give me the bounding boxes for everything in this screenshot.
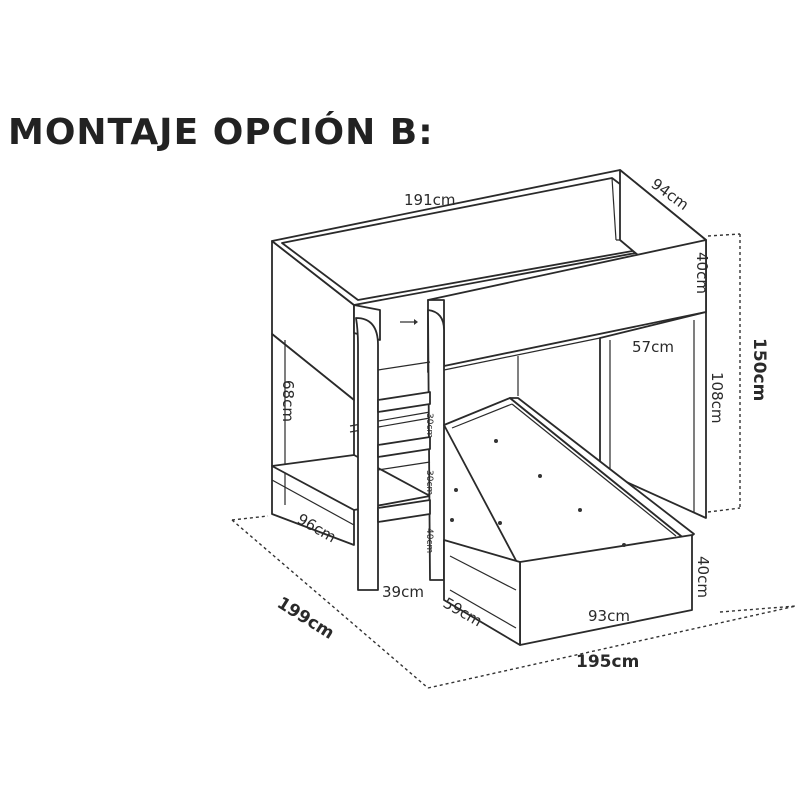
dim-total-height: 150cm [749, 338, 769, 401]
dim-lower-bed-width: 93cm [588, 607, 630, 625]
ladder [355, 309, 445, 591]
left-structure [271, 333, 431, 546]
lower-bed [443, 397, 695, 646]
dim-total-width: 195cm [576, 652, 639, 672]
dim-step-3: 40cm [424, 528, 434, 553]
dim-step-1: 30cm [424, 413, 434, 438]
dim-wardrobe-width: 57cm [632, 338, 674, 356]
dim-lower-bed-height: 40cm [694, 556, 712, 598]
dim-total-depth: 199cm [273, 593, 337, 643]
wardrobe [599, 311, 707, 519]
dim-under-clearance: 108cm [708, 372, 726, 424]
dimension-lines [231, 233, 797, 689]
dim-ladder-width: 39cm [382, 583, 424, 601]
diagram-title: MONTAJE OPCIÓN B: [8, 112, 434, 153]
dim-top-length: 191cm [404, 191, 456, 209]
dim-left-side-height: 68cm [279, 380, 297, 422]
slat-dots [450, 439, 626, 547]
back-wall [443, 337, 601, 396]
dim-guard-height: 40cm [693, 252, 711, 294]
dim-step-2: 30cm [424, 470, 434, 495]
